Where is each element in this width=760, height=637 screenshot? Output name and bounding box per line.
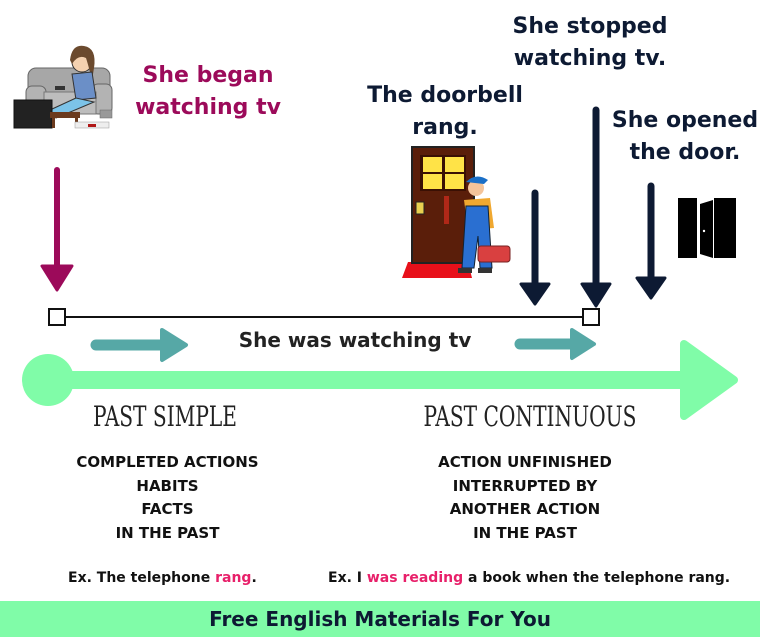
doorbell-arrow-icon [519,189,551,306]
opened-line-1: She opened [611,108,759,133]
began-line-2: watching tv [135,94,281,120]
list-item: IN THE PAST [473,523,577,542]
example-text: Ex. I [328,570,367,586]
end-marker [582,308,600,326]
past-simple-example: Ex. The telephone rang. [68,570,257,586]
past-continuous-uses: ACTION UNFINISHED INTERRUPTED BY ANOTHER… [425,451,625,545]
progress-arrow-right-icon [514,328,596,360]
example-text: a book when the telephone rang. [463,570,731,586]
example-highlight: was reading [366,570,464,586]
list-item: FACTS [141,500,194,518]
stopped-label: She stopped watching tv. [505,11,675,75]
list-item: ACTION UNFINISHED [438,453,612,471]
duration-line [48,308,600,326]
stopped-arrow-icon [580,106,612,308]
opened-label: She opened the door. [605,105,760,169]
example-text: Ex. The telephone [68,570,216,586]
start-marker [48,308,66,326]
stopped-line-1: She stopped [512,14,668,39]
opened-arrow-icon [635,182,667,300]
doorbell-line-1: The doorbell [367,83,523,108]
list-item: ANOTHER ACTION [449,500,601,518]
doorbell-line-2: rang. [412,114,478,140]
example-highlight: rang [215,570,252,586]
stopped-line-2: watching tv. [513,45,667,71]
list-item: IN THE PAST [115,523,220,542]
main-timeline-arrow [22,340,738,420]
past-simple-uses: COMPLETED ACTIONS HABITS FACTS IN THE PA… [60,451,275,545]
began-line-1: She began [142,63,274,88]
footer-text: Free English Materials For You [209,607,551,631]
list-item: INTERRUPTED BY [452,476,598,495]
watching-label: She was watching tv [238,328,472,352]
began-label: She began watching tv [128,60,288,124]
opened-line-2: the door. [629,139,741,165]
footer-banner: Free English Materials For You [0,601,760,637]
woman-watching-tv-illustration [13,45,113,129]
past-continuous-example: Ex. I was reading a book when the teleph… [328,570,730,586]
plumber-at-door-illustration [402,146,511,278]
doorbell-label: The doorbell rang. [355,80,535,144]
list-item: COMPLETED ACTIONS [76,453,259,471]
open-door-icon [678,198,736,258]
progress-arrow-left-icon [90,328,188,362]
past-continuous-heading: PAST CONTINUOUS [423,400,637,433]
example-text: . [251,570,257,586]
began-arrow-icon [40,167,74,292]
past-simple-heading: PAST SIMPLE [92,400,238,433]
list-item: HABITS [136,476,199,495]
